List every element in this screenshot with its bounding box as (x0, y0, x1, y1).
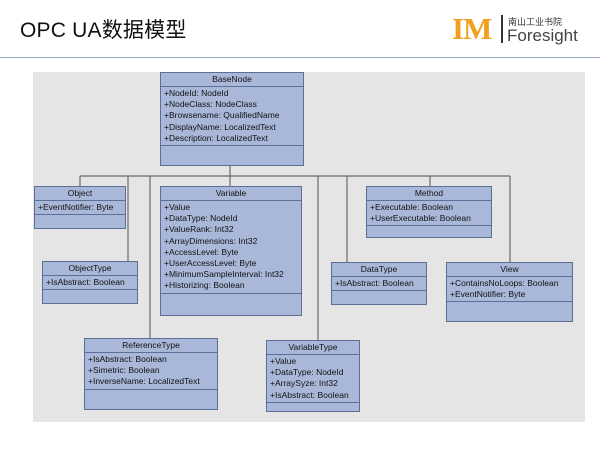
class-attributes: +NodeId: NodeId +NodeClass: NodeClass +B… (161, 87, 303, 147)
logo-english-name: Foresight (507, 26, 578, 45)
class-attributes: +Value +DataType: NodeId +ValueRank: Int… (161, 201, 301, 294)
class-view: View +ContainsNoLoops: Boolean +EventNot… (446, 262, 573, 322)
class-attributes: +EventNotifier: Byte (35, 201, 125, 216)
class-header: Object (35, 187, 125, 201)
attribute: +EventNotifier: Byte (450, 289, 526, 300)
attribute: +EventNotifier: Byte (38, 202, 114, 212)
attribute: +Executable: Boolean (370, 202, 453, 212)
class-attributes: +IsAbstract: Boolean +Simetric: Boolean … (85, 353, 217, 390)
class-header: ReferenceType (85, 339, 217, 353)
attribute: +Historizing: Boolean (164, 280, 245, 291)
attribute: +ArraySyze: Int32 (270, 378, 338, 389)
attribute: +ContainsNoLoops: Boolean (450, 278, 559, 288)
class-attributes: +IsAbstract: Boolean (43, 276, 137, 291)
class-header: View (447, 263, 572, 277)
attribute: +IsAbstract: Boolean (46, 277, 125, 287)
attribute: +DataType: NodeId (164, 213, 238, 224)
imf-foresight-logo: IM 南山工业书院 Foresight (452, 12, 592, 48)
logo-chinese-name: 南山工业书院 (508, 17, 563, 27)
attribute: +IsAbstract: Boolean (88, 354, 167, 364)
class-header: BaseNode (161, 73, 303, 87)
attribute: +Value (164, 202, 191, 212)
attribute: +NodeClass: NodeClass (164, 99, 257, 110)
attribute: +Description: LocalizedText (164, 132, 268, 143)
attribute: +ArrayDimensions: Int32 (164, 235, 258, 246)
attribute: +UserAccessLevel: Byte (164, 258, 257, 269)
attribute: +Value (270, 356, 297, 366)
attribute: +ValueRank: Int32 (164, 224, 234, 235)
class-header: VariableType (267, 341, 359, 355)
attribute: +IsAbstract: Boolean (335, 278, 414, 288)
logo-mark: IM (452, 11, 492, 46)
class-attributes: +Value +DataType: NodeId +ArraySyze: Int… (267, 355, 359, 403)
class-header: Variable (161, 187, 301, 201)
class-datatype: DataType +IsAbstract: Boolean (331, 262, 427, 305)
class-variable: Variable +Value +DataType: NodeId +Value… (160, 186, 302, 316)
class-header: ObjectType (43, 262, 137, 276)
class-attributes: +Executable: Boolean +UserExecutable: Bo… (367, 201, 491, 227)
class-attributes: +ContainsNoLoops: Boolean +EventNotifier… (447, 277, 572, 303)
class-variabletype: VariableType +Value +DataType: NodeId +A… (266, 340, 360, 412)
attribute: +DataType: NodeId (270, 367, 344, 378)
logo-divider (501, 15, 503, 43)
attribute: +Simetric: Boolean (88, 365, 160, 376)
class-header: DataType (332, 263, 426, 277)
attribute: +Browsename: QualifiedName (164, 110, 280, 121)
attribute: +IsAbstract: Boolean (270, 389, 349, 400)
attribute: +InverseName: LocalizedText (88, 376, 200, 387)
attribute: +MinimumSampleInterval: Int32 (164, 269, 284, 280)
title-divider (0, 57, 600, 58)
attribute: +AccessLevel: Byte (164, 246, 239, 257)
class-basenode: BaseNode +NodeId: NodeId +NodeClass: Nod… (160, 72, 304, 166)
class-attributes: +IsAbstract: Boolean (332, 277, 426, 292)
attribute: +UserExecutable: Boolean (370, 213, 471, 224)
class-objecttype: ObjectType +IsAbstract: Boolean (42, 261, 138, 304)
class-referencetype: ReferenceType +IsAbstract: Boolean +Sime… (84, 338, 218, 410)
slide-title: OPC UA数据模型 (20, 19, 187, 42)
class-header: Method (367, 187, 491, 201)
attribute: +DisplayName: LocalizedText (164, 121, 276, 132)
class-object: Object +EventNotifier: Byte (34, 186, 126, 229)
attribute: +NodeId: NodeId (164, 88, 229, 98)
class-method: Method +Executable: Boolean +UserExecuta… (366, 186, 492, 238)
